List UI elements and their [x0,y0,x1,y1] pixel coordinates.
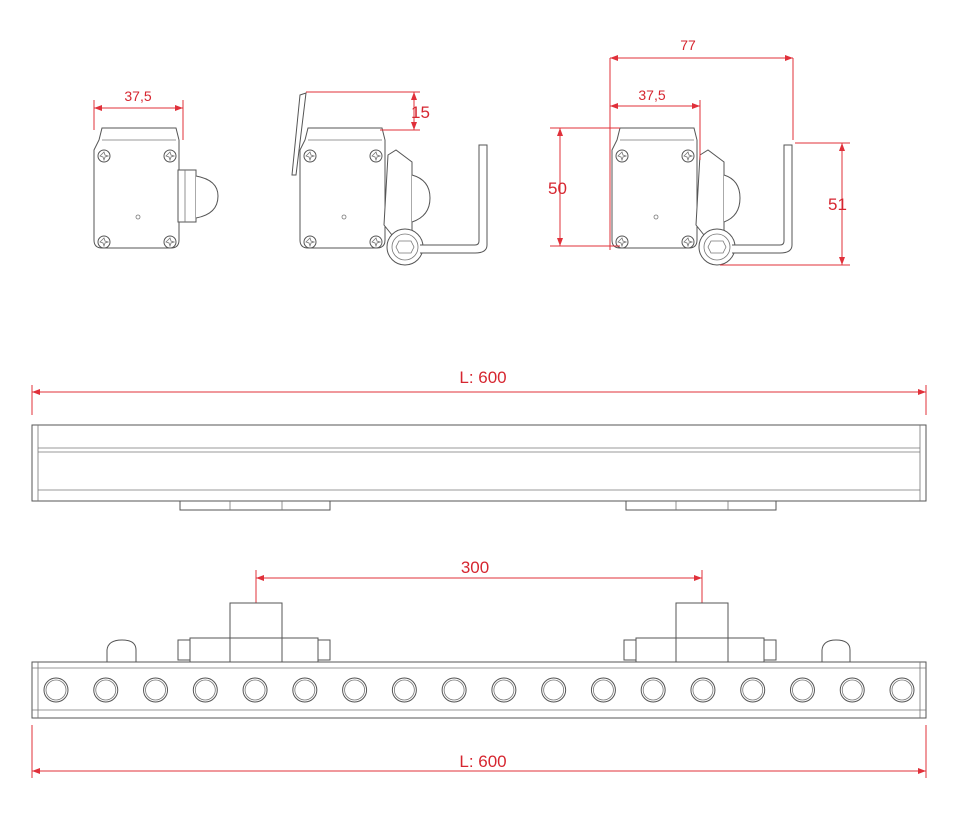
dim-overall-width: 77 [680,37,696,53]
led-lens [491,677,517,703]
led-lens [891,679,913,701]
front-view: 300 L: 600 [31,558,927,778]
led-lens [344,679,365,701]
led-lens [294,679,316,701]
led-lens [493,679,515,701]
led-lens [789,677,815,703]
dim-top-length: L: 600 [459,368,506,387]
mount-bracket-left [177,602,331,663]
led-lens [593,679,614,701]
led-lens [393,679,415,701]
led-lens [541,677,567,703]
led-lens [742,679,764,701]
led-lens [192,677,218,703]
led-lens [342,677,368,703]
led-lens [841,679,863,701]
led-lens [242,677,268,703]
led-lens [640,677,666,703]
led-lens [45,679,67,701]
led-lens [543,679,565,701]
led-lens [839,677,865,703]
led-lens [292,677,318,703]
side-view-1: 37,5 [93,88,219,248]
side-view-2: 15 [291,91,488,266]
led-lens [95,679,117,701]
dim-front-length: L: 600 [459,752,506,771]
led-lens [441,677,467,703]
dim-bracket-offset: 15 [411,103,430,122]
led-lens [43,677,69,703]
led-lens [690,677,716,703]
dim-bracket-spacing: 300 [461,558,489,577]
led-lens [740,677,766,703]
dim-body-height: 50 [548,179,567,198]
dim-bracket-width: 37,5 [638,87,665,103]
side-view-3: 77 37,5 50 51 [548,37,850,266]
led-lens [443,679,465,701]
led-lens [792,679,813,701]
led-lens [93,677,119,703]
led-lens [194,679,216,701]
led-lens [642,679,664,701]
led-lens [143,677,169,703]
led-lens [145,679,166,701]
led-lens [889,677,915,703]
mount-bracket-right [623,602,777,663]
led-lens [590,677,616,703]
led-lens [244,679,266,701]
dim-bracket-height: 51 [828,195,847,214]
dim-side-width: 37,5 [124,88,151,104]
led-lens [692,679,714,701]
top-view: L: 600 [31,368,927,511]
led-lens [391,677,417,703]
